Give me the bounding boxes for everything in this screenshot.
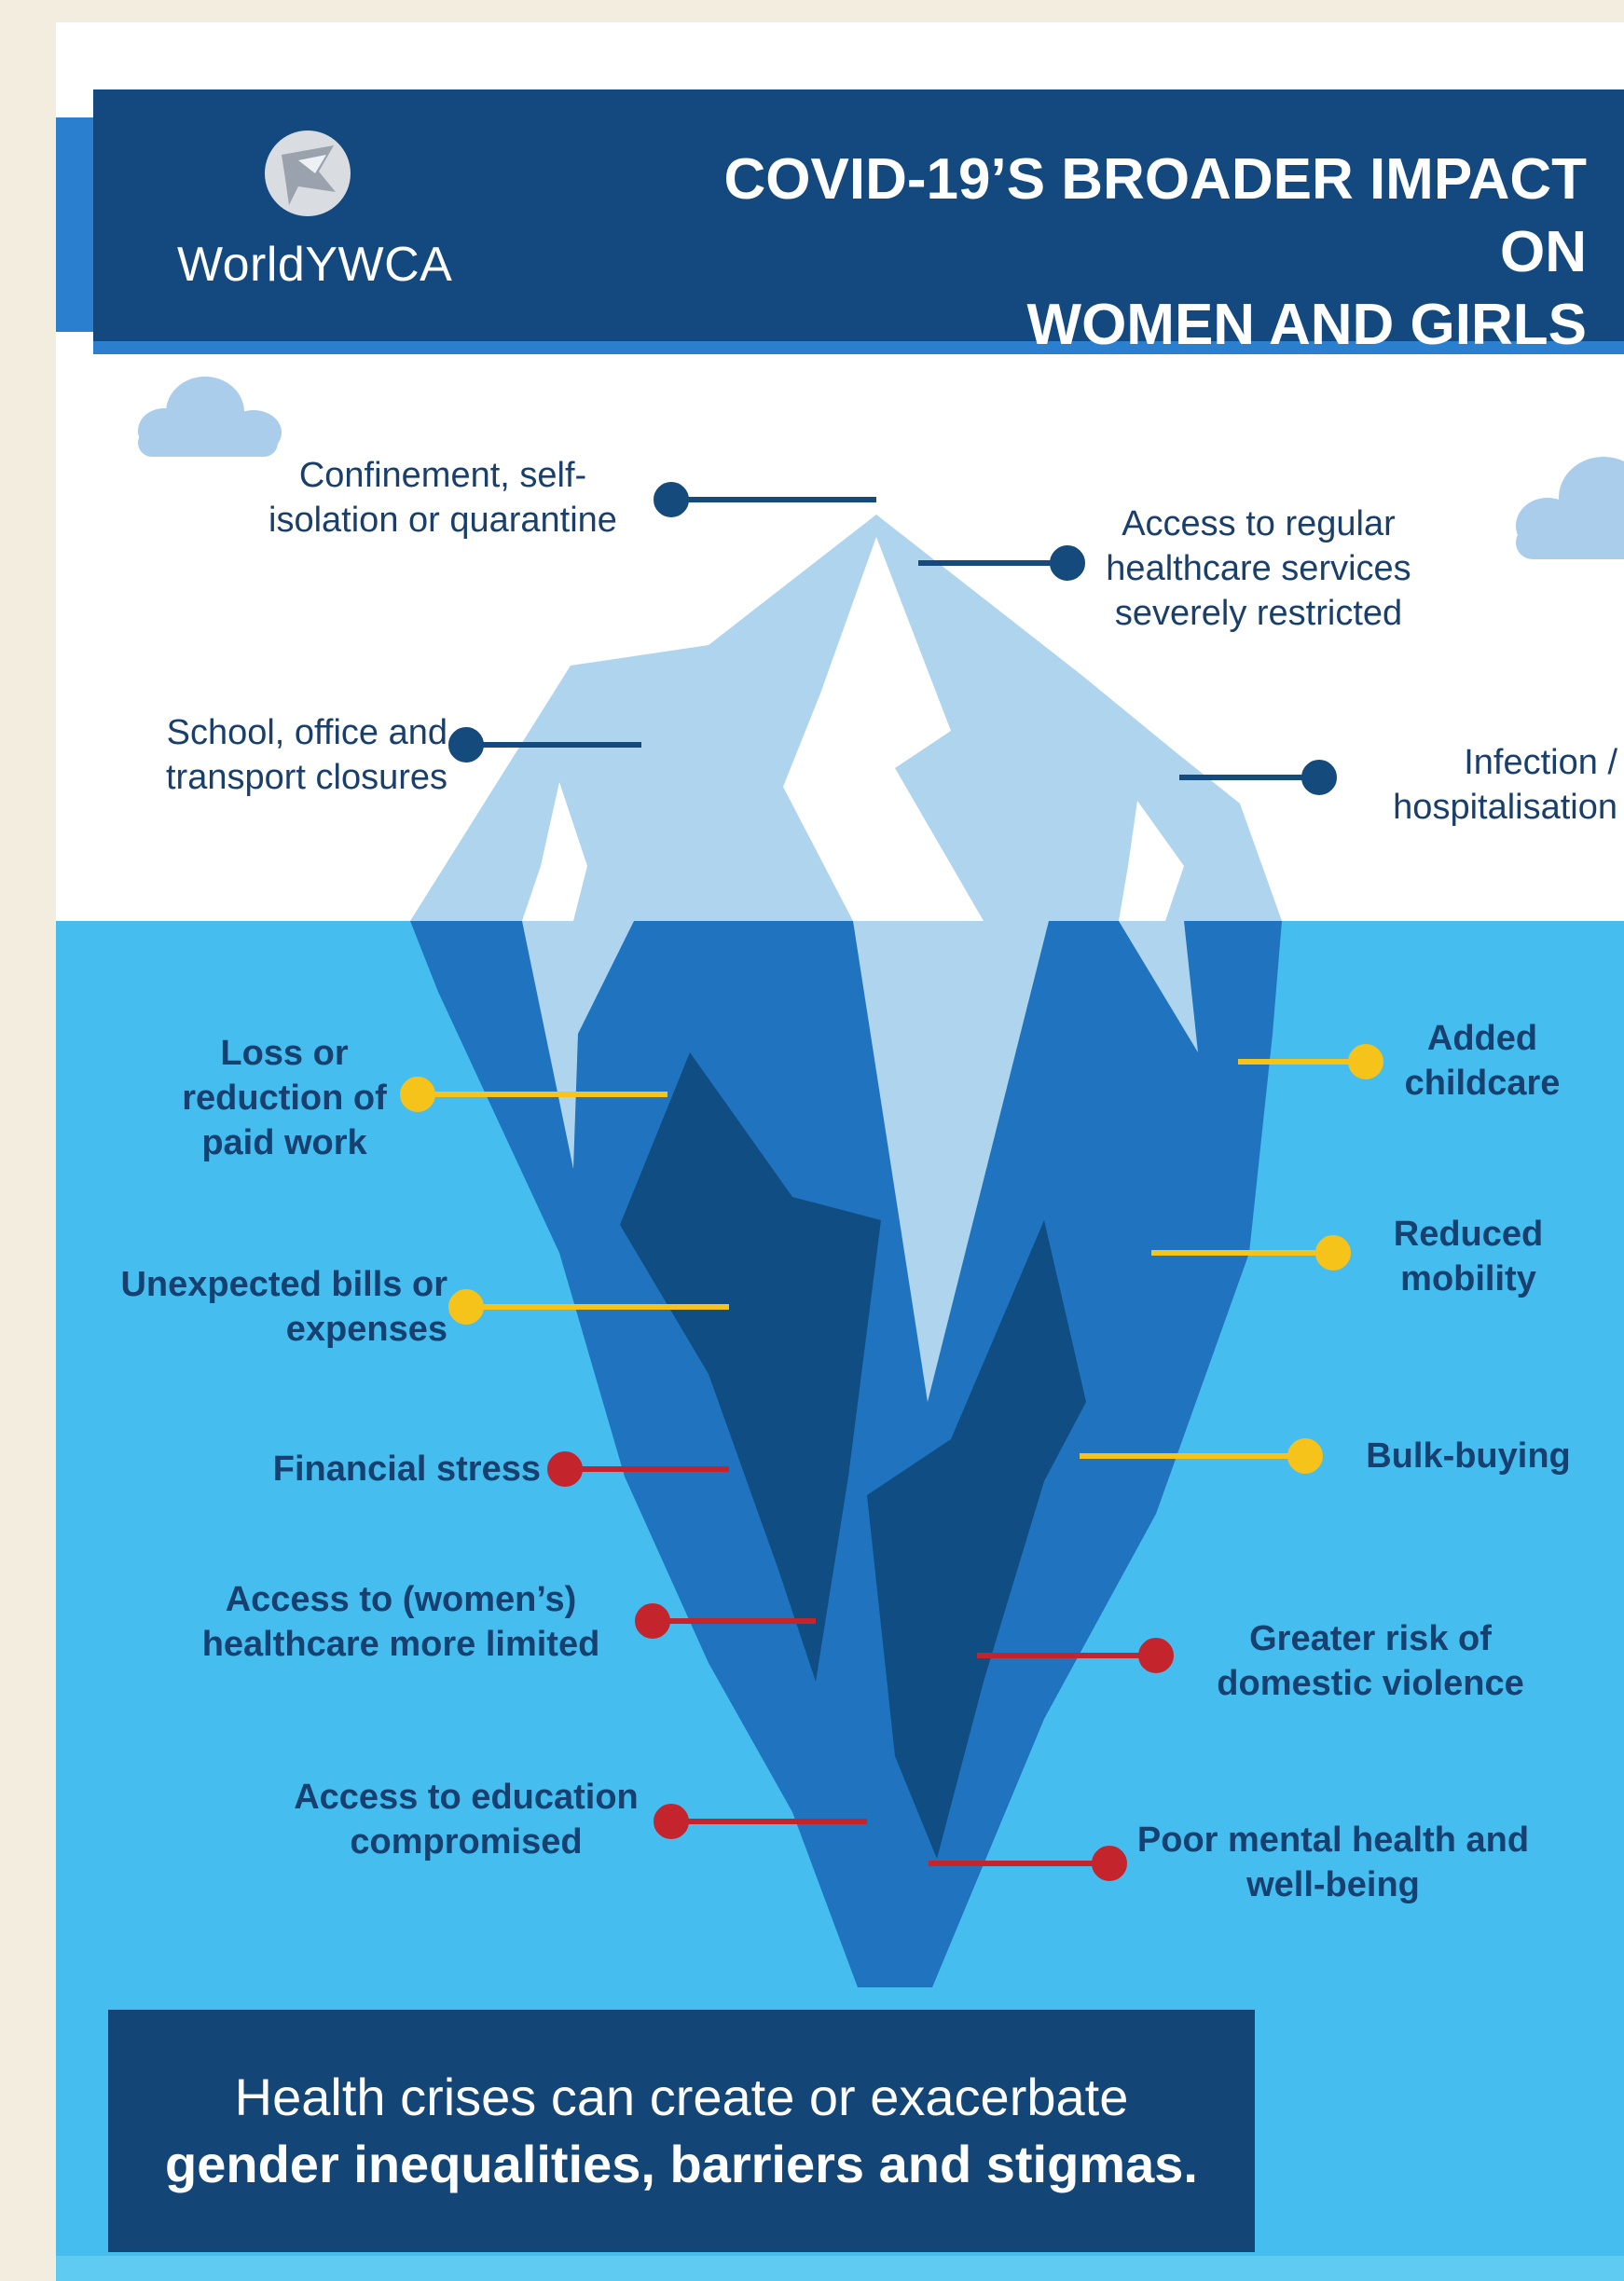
label-bulk-buying: Bulk-buying [1366, 1436, 1571, 1476]
marker-mental-health [1092, 1846, 1127, 1881]
title-line-2: WOMEN AND GIRLS [1026, 293, 1587, 357]
label-paid-work: Loss or reduction of paid work [182, 1034, 387, 1162]
marker-womens-healthcare [635, 1603, 670, 1639]
marker-bills [448, 1289, 484, 1325]
label-childcare: Added childcare [1404, 1019, 1561, 1103]
title-line-1: COVID-19’S BROADER IMPACT ON [723, 147, 1588, 284]
marker-infection [1301, 760, 1337, 795]
label-bills: Unexpected bills or expenses [120, 1265, 447, 1349]
ice-streak-center [853, 921, 1049, 1402]
banner-line-2: gender inequalities, barriers and stigma… [165, 2135, 1198, 2193]
label-confinement: Confinement, self-isolation or quarantin… [268, 456, 617, 540]
iceberg-core-left [620, 1052, 881, 1682]
water-bottom-band [56, 2256, 1624, 2281]
page-title: COVID-19’S BROADER IMPACT ON WOMEN AND G… [654, 144, 1588, 362]
ice-highlight-left [522, 782, 587, 921]
marker-education [654, 1804, 689, 1839]
marker-paid-work [400, 1077, 435, 1112]
marker-healthcare-access [1050, 545, 1085, 581]
label-financial-stress: Financial stress [272, 1450, 541, 1489]
iceberg-core-right [867, 1220, 1086, 1859]
message-banner: Health crises can create or exacerbate g… [108, 2010, 1255, 2252]
label-education: Access to education compromised [294, 1778, 639, 1862]
ice-streak-left [522, 921, 634, 1169]
infographic-poster: WorldYWCA COVID-19’S BROADER IMPACT ON W… [56, 22, 1624, 2281]
marker-mobility [1315, 1235, 1351, 1271]
label-mental-health: Poor mental health and well-being [1136, 1821, 1530, 1904]
marker-financial-stress [547, 1451, 583, 1487]
logo-mark-icon [265, 131, 351, 216]
ice-highlight-center [783, 537, 984, 921]
label-infection: Infection / hospitalisation [1393, 743, 1617, 827]
marker-confinement [654, 482, 689, 517]
label-domestic-violence: Greater risk of domestic violence [1217, 1619, 1524, 1703]
logo-text: WorldYWCA [177, 238, 453, 292]
label-healthcare-access: Access to regular healthcare services se… [1106, 504, 1411, 633]
header-bar: WorldYWCA COVID-19’S BROADER IMPACT ON W… [56, 89, 1624, 357]
marker-domestic-violence [1138, 1638, 1174, 1673]
ice-highlight-right [1119, 801, 1184, 921]
label-mobility: Reduced mobility [1393, 1215, 1544, 1299]
marker-bulk-buying [1287, 1438, 1323, 1474]
cloud-right-icon [1516, 457, 1624, 559]
marker-closures [448, 727, 484, 763]
label-closures: School, office and transport closures [165, 713, 447, 797]
label-womens-healthcare: Access to (women’s) healthcare more limi… [201, 1580, 600, 1664]
cloud-left-icon [138, 377, 282, 457]
banner-line-1: Health crises can create or exacerbate [234, 2068, 1129, 2126]
worldywca-logo: WorldYWCA [177, 127, 453, 313]
marker-childcare [1348, 1044, 1383, 1079]
ice-streak-right [1119, 921, 1198, 1052]
